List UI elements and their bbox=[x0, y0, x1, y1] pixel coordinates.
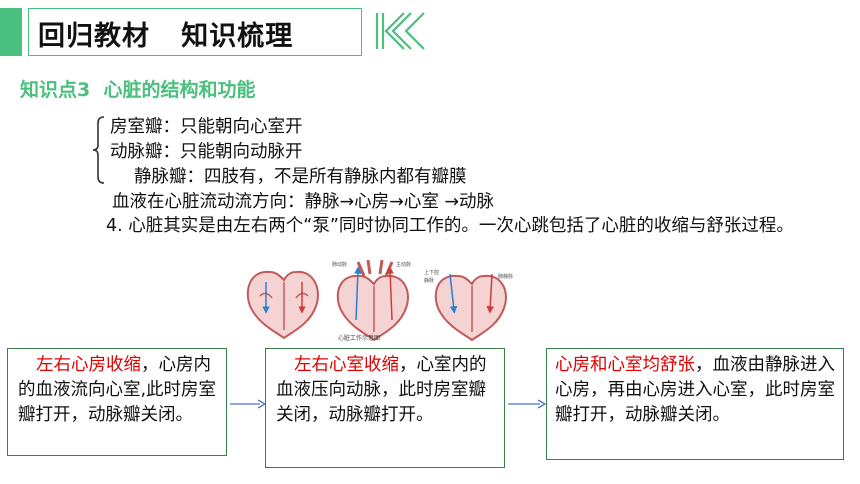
header-accent-block bbox=[0, 8, 22, 56]
label-aorta: 主动脉 bbox=[396, 261, 411, 268]
page-title: 回归教材 知识梳理 bbox=[38, 21, 294, 52]
section-title: 知识点3 心脏的结构和功能 bbox=[20, 79, 256, 101]
header-frame bbox=[28, 8, 362, 56]
label-pulmonary-artery: 肺动脉 bbox=[332, 261, 347, 268]
heart-diagram-3: 上下腔 静脉 肺静脉 bbox=[424, 269, 513, 342]
blood-flow-line: 血液在心脏流动流方向：静脉→心房→心室 →动脉 bbox=[112, 192, 495, 212]
label-pulmonary-vein: 肺静脉 bbox=[498, 273, 513, 280]
valve-line-venous: 静脉瓣：四肢有，不是所有静脉内都有瓣膜 bbox=[134, 167, 467, 187]
step-diastole-box: 心房和心室均舒张，血液由静脉进入心房，再由心房进入心室，此时房室瓣打开，动脉瓣关… bbox=[546, 348, 844, 460]
heart-cycle-paragraph: 4. 心脏其实是由左右两个“泵”同时协同工作的。一次心跳包括了心脏的收缩与舒张过… bbox=[106, 216, 794, 236]
heart-diagram-2: 肺动脉 主动脉 bbox=[332, 260, 411, 342]
arrow-right-icon bbox=[508, 399, 546, 409]
double-chevron-left-icon[interactable] bbox=[374, 10, 426, 52]
figure-caption: 心脏工作示意图 bbox=[338, 334, 380, 342]
step-atria-contract-box: 左右心房收缩，心房内的血液流向心室,此时房室瓣打开，动脉瓣关闭。 bbox=[7, 348, 227, 456]
step-1-text: ，心房内的血液流向心室,此时房室瓣打开，动脉瓣关闭。 bbox=[18, 355, 217, 425]
valve-line-arterial: 动脉瓣：只能朝向动脉开 bbox=[110, 142, 303, 162]
step-ventricles-contract-box: 左右心室收缩，心室内的血液压向动脉，此时房室瓣关闭，动脉瓣打开。 bbox=[265, 348, 505, 468]
valve-line-atrioventricular: 房室瓣：只能朝向心室开 bbox=[110, 117, 303, 137]
bracket-icon bbox=[92, 116, 105, 184]
arrow-right-icon bbox=[230, 399, 266, 409]
step-3-highlight: 心房和心室均舒张 bbox=[555, 355, 695, 375]
header-bar: 回归教材 知识梳理 bbox=[0, 8, 362, 56]
step-2-text: ，心室内的血液压向动脉，此时房室瓣关闭，动脉瓣打开。 bbox=[276, 355, 487, 425]
heart-diagram-1 bbox=[246, 270, 319, 340]
label-vena-cava-top: 上下腔 bbox=[424, 269, 439, 276]
heart-diagram-figure: 肺动脉 主动脉 上下腔 静脉 肺静脉 心脏工作示意图 bbox=[246, 260, 513, 342]
step-2-highlight: 左右心室收缩 bbox=[294, 355, 399, 375]
step-1-highlight: 左右心房收缩 bbox=[36, 355, 141, 375]
label-vena-cava-bottom: 静脉 bbox=[424, 277, 434, 284]
step-3-text: ，血液由静脉进入心房，再由心房进入心室，此时房室瓣打开，动脉瓣关闭。 bbox=[555, 355, 835, 425]
